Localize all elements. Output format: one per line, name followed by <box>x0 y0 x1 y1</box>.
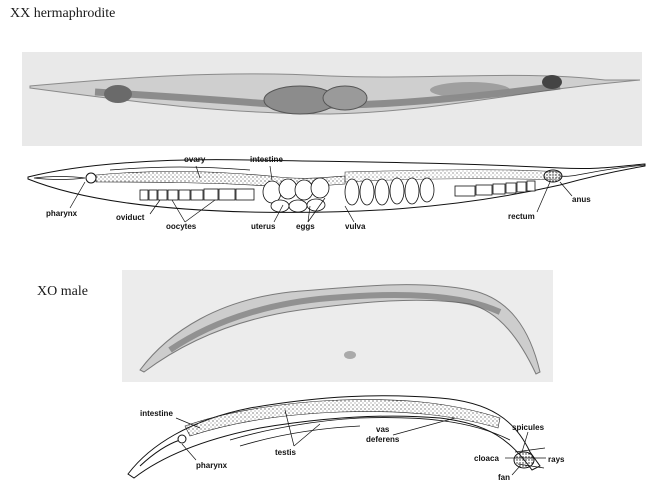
hermaphrodite-drawing <box>28 160 645 213</box>
label-rays: rays <box>548 455 565 464</box>
label-rectum: rectum <box>508 212 535 221</box>
label-cloaca: cloaca <box>474 454 499 463</box>
hermaphrodite-photo-worm <box>30 74 640 114</box>
label-vas: vas <box>376 425 390 434</box>
label-anus: anus <box>572 195 591 204</box>
label-eggs: eggs <box>296 222 315 231</box>
label-oocytes: oocytes <box>166 222 197 231</box>
label-deferens: deferens <box>366 435 400 444</box>
label-testis: testis <box>275 448 296 457</box>
male-drawing <box>128 396 546 478</box>
label-male-pharynx: pharynx <box>196 461 228 470</box>
label-ovary: ovary <box>184 155 206 164</box>
label-intestine: intestine <box>250 155 283 164</box>
label-pharynx: pharynx <box>46 209 78 218</box>
label-male-intestine: intestine <box>140 409 173 418</box>
label-fan: fan <box>498 473 510 482</box>
label-spicules: spicules <box>512 423 545 432</box>
male-photo-worm <box>140 285 540 374</box>
label-vulva: vulva <box>345 222 366 231</box>
label-oviduct: oviduct <box>116 213 145 222</box>
label-uterus: uterus <box>251 222 276 231</box>
